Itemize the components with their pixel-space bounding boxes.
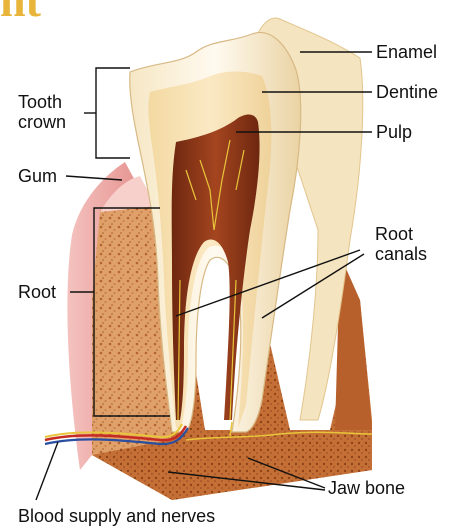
label-jaw-bone: Jaw bone xyxy=(328,478,405,498)
label-tooth-crown: Tooth crown xyxy=(18,92,66,132)
bracket-tooth-crown xyxy=(96,68,130,158)
pointer-blood-supply xyxy=(36,442,58,500)
label-pulp: Pulp xyxy=(376,122,412,142)
label-blood-supply-and-nerves: Blood supply and nerves xyxy=(18,506,215,526)
label-root-canals: Root canals xyxy=(375,224,427,264)
label-enamel: Enamel xyxy=(376,42,437,62)
label-dentine: Dentine xyxy=(376,82,438,102)
label-gum: Gum xyxy=(18,166,57,186)
label-root: Root xyxy=(18,282,56,302)
